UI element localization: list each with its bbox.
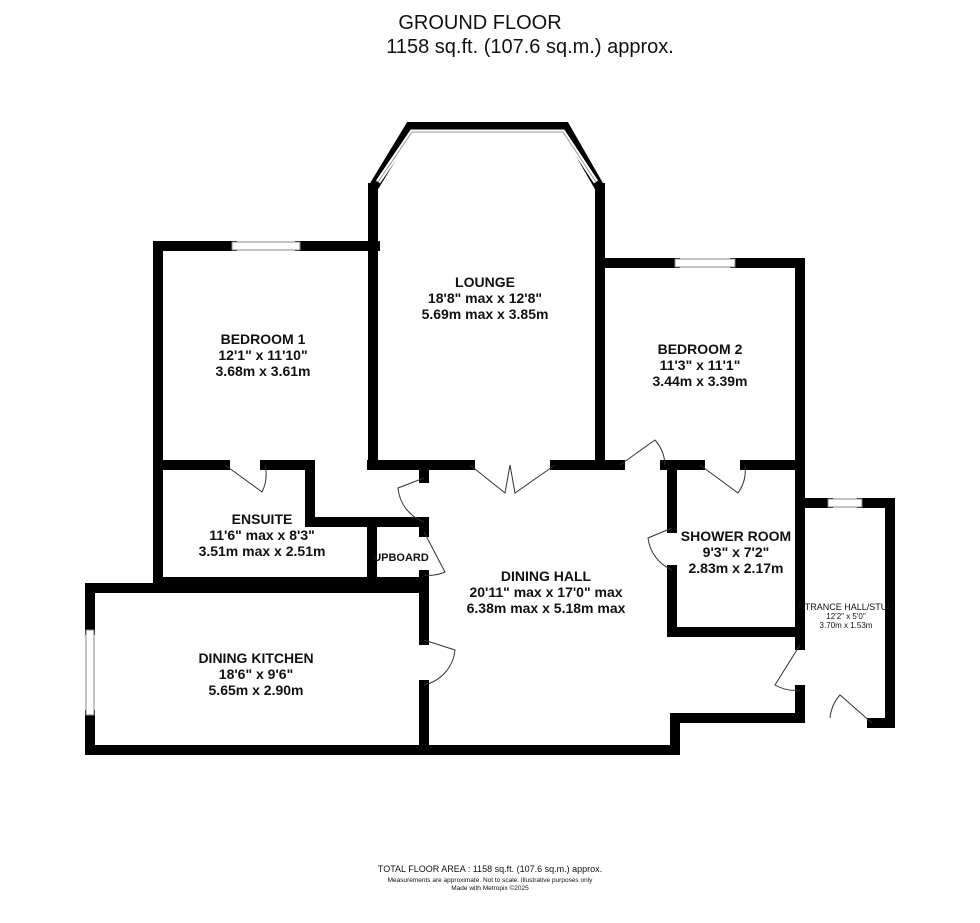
disclaimer: Measurements are approximate. Not to sca… (387, 877, 593, 884)
room-metric: 3.44m x 3.39m (652, 373, 748, 389)
room-imperial: 11'6" max x 8'3" (209, 527, 315, 543)
room-imperial: 9'3" x 7'2" (702, 544, 770, 560)
room-metric: 5.69m max x 3.85m (421, 306, 549, 322)
doors (224, 439, 873, 724)
windows (85, 241, 863, 716)
room-metric: 3.68m x 3.61m (215, 363, 311, 379)
room-dining-hall: DINING HALL 20'11" max x 17'0" max 6.38m… (467, 568, 626, 616)
room-name: DINING KITCHEN (198, 650, 314, 666)
room-lounge: LOUNGE 18'8" max x 12'8" 5.69m max x 3.8… (422, 274, 549, 322)
room-name: DINING HALL (500, 568, 592, 584)
room-name: BEDROOM 1 (220, 331, 306, 347)
room-bedroom-2: BEDROOM 2 11'3" x 11'1" 3.44m x 3.39m (653, 341, 748, 389)
room-name: BEDROOM 2 (657, 341, 743, 357)
room-entrance-hall: NTRANCE HALL/STUD 12'2" x 5'0" 3.70m x 1… (798, 602, 894, 631)
room-name: UPBOARD (373, 552, 429, 564)
room-cupboard: UPBOARD (373, 550, 429, 566)
room-metric: 2.83m x 2.17m (688, 560, 784, 576)
room-imperial: 18'8" max x 12'8" (427, 290, 543, 306)
room-bedroom-1: BEDROOM 1 12'1" x 11'10" 3.68m x 3.61m (216, 331, 311, 379)
floor-title: GROUND FLOOR (398, 12, 562, 34)
walls (85, 183, 895, 755)
footer-notes: Measurements are approximate. Not to sca… (360, 877, 620, 893)
room-name: NTRANCE HALL/STUD (798, 602, 894, 612)
bay-window (368, 122, 605, 191)
room-imperial: 18'6" x 9'6" (218, 666, 294, 682)
room-dining-kitchen: DINING KITCHEN 18'6" x 9'6" 5.65m x 2.90… (198, 650, 313, 698)
credit: Made with Metropix ©2025 (451, 885, 529, 892)
room-imperial: 12'1" x 11'10" (218, 347, 308, 363)
total-floor-area: TOTAL FLOOR AREA : 1158 sq.ft. (107.6 sq… (377, 864, 603, 874)
room-name: ENSUITE (231, 511, 293, 527)
room-imperial: 11'3" x 11'1" (659, 357, 741, 373)
room-metric: 6.38m max x 5.18m max (466, 600, 626, 616)
room-shower-room: SHOWER ROOM 9'3" x 7'2" 2.83m x 2.17m (681, 528, 791, 576)
room-name: SHOWER ROOM (680, 528, 792, 544)
room-name: LOUNGE (455, 274, 515, 290)
room-ensuite: ENSUITE 11'6" max x 8'3" 3.51m max x 2.5… (199, 511, 326, 559)
room-metric: 3.51m max x 2.51m (198, 543, 326, 559)
room-metric: 3.70m x 1.53m (819, 621, 873, 630)
room-imperial: 12'2" x 5'0" (826, 612, 866, 621)
room-metric: 5.65m x 2.90m (208, 682, 304, 698)
room-imperial: 20'11" max x 17'0" max (469, 584, 623, 600)
floor-area: 1158 sq.ft. (107.6 sq.m.) approx. (386, 36, 674, 58)
